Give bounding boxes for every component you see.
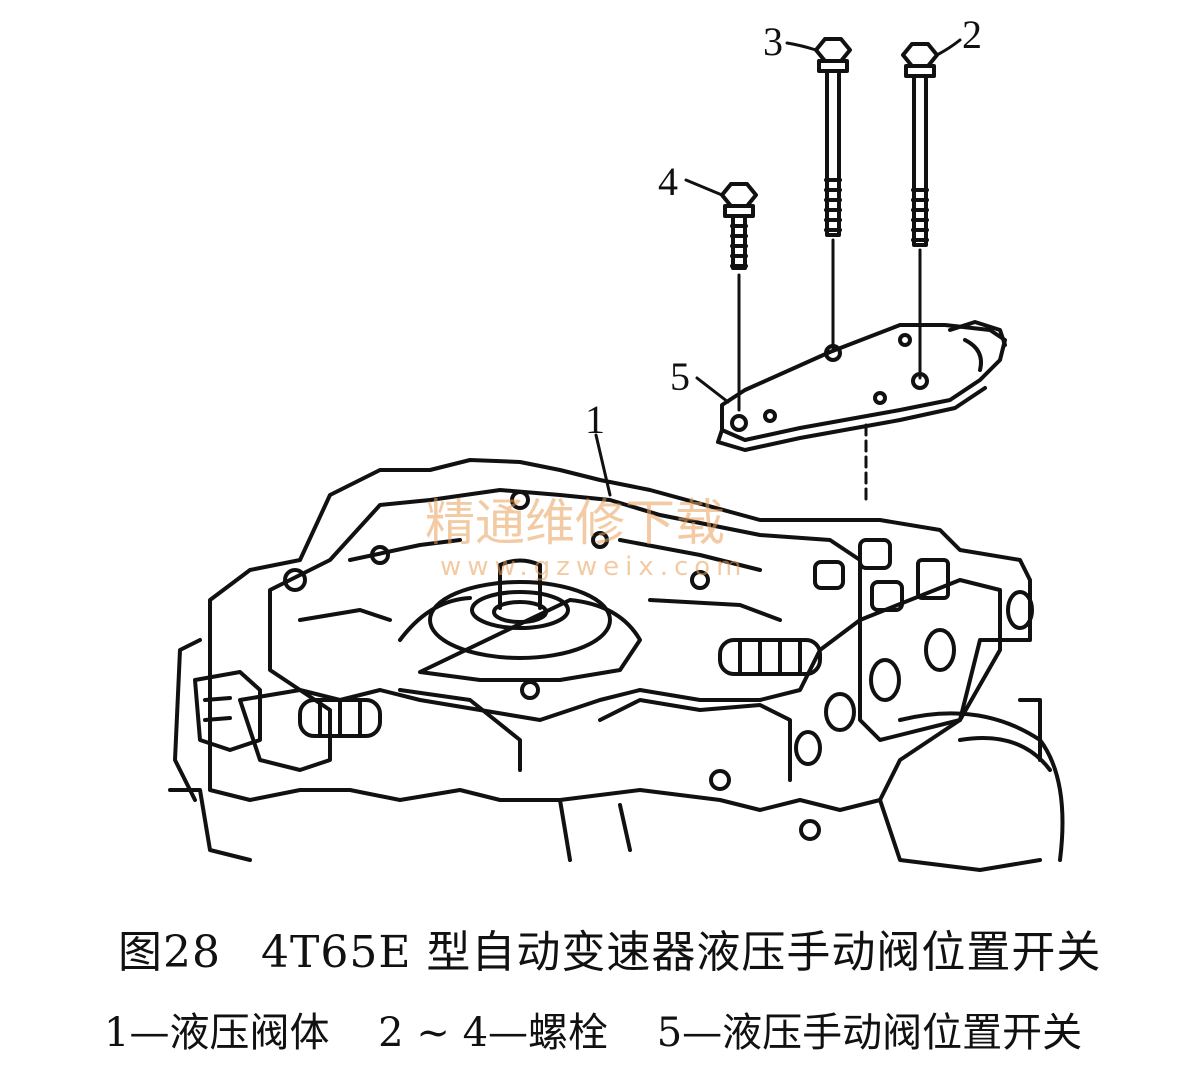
callout-3: 3 xyxy=(763,19,783,64)
bolt-2 xyxy=(901,42,939,247)
figure-legend: 1—液压阀体 2 ~ 4—螺栓 5—液压手动阀位置开关 xyxy=(104,1000,1118,1058)
manual-valve-position-switch xyxy=(716,320,1007,452)
figure-title: 4T65E 型自动变速器液压手动阀位置开关 xyxy=(261,927,1102,978)
bolt-4 xyxy=(720,182,758,270)
callout-4: 4 xyxy=(658,159,678,204)
watermark-url: www.gzweix.com xyxy=(440,552,748,582)
figure-caption: 图28 4T65E 型自动变速器液压手动阀位置开关 xyxy=(118,916,1141,980)
figure-number: 图28 xyxy=(118,927,221,978)
legend-item-3: 5—液压手动阀位置开关 xyxy=(656,1010,1083,1056)
callout-2: 2 xyxy=(962,12,982,57)
bolt-3 xyxy=(814,37,852,237)
callout-1: 1 xyxy=(585,397,605,442)
valve-body xyxy=(168,458,1065,872)
watermark-text: 精通维修下载 xyxy=(425,494,725,552)
exploded-view-diagram: 3 2 4 5 1 精通维修下载 www.gzweix.com xyxy=(168,12,1065,872)
legend-item-1: 1—液压阀体 xyxy=(104,1010,330,1056)
legend-item-2: 2 ~ 4—螺栓 xyxy=(378,1010,609,1056)
callout-5: 5 xyxy=(670,354,690,399)
